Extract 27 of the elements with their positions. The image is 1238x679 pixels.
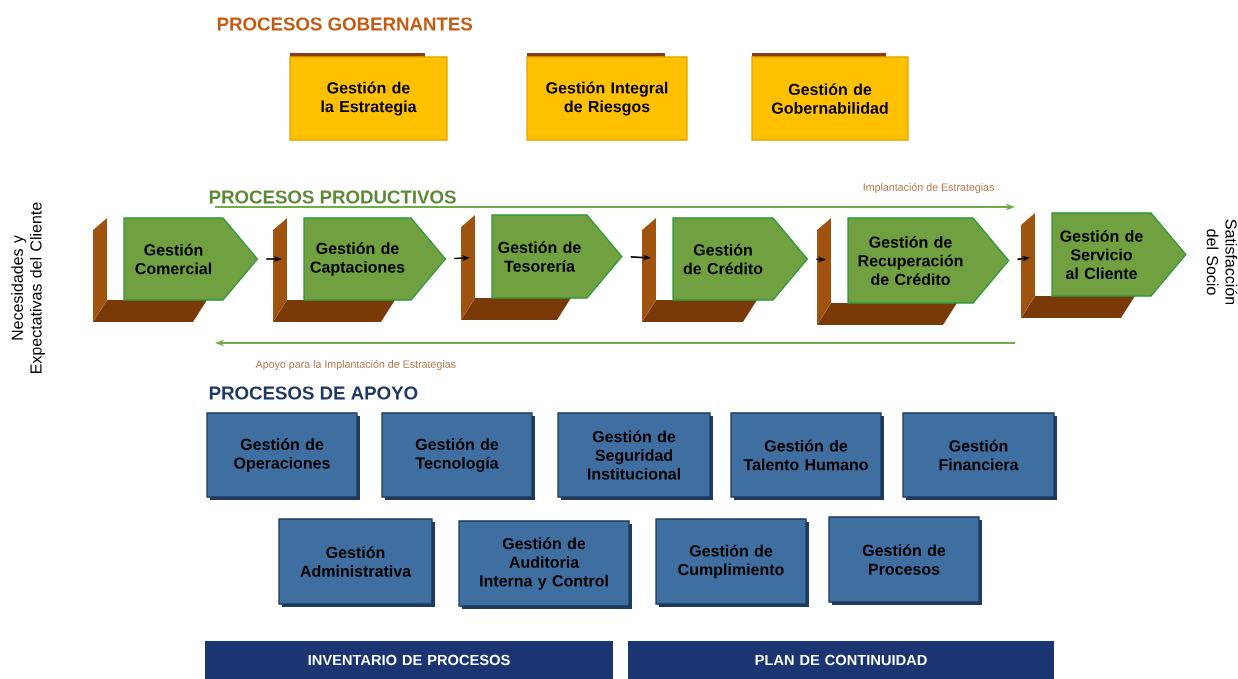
process-box: Gestión de Auditoria Interna y Control <box>458 520 632 609</box>
process-box: Gestión de Cumplimiento <box>655 518 809 607</box>
side-label: Satisfacción del Socio <box>1206 219 1238 305</box>
chevron-block: Gestión de Captaciones <box>273 217 447 322</box>
arrow-caption: Implantación de Estrategias <box>863 182 994 194</box>
section-heading: PROCESOS DE APOYO <box>209 386 418 400</box>
process-box: Gestión Integral de Riesgos <box>526 53 688 141</box>
process-box: Gestión de Tecnología <box>381 412 535 500</box>
chevron-block: Gestión Comercial <box>93 217 259 322</box>
process-box: Gestión de Procesos <box>828 516 982 605</box>
section-heading: PROCESOS PRODUCTIVOS <box>209 190 456 204</box>
banner-bar: INVENTARIO DE PROCESOS <box>205 641 613 679</box>
process-box: Gestión de Operaciones <box>206 412 360 500</box>
chevron-block: Gestión de Crédito <box>642 217 809 322</box>
side-label: Necesidades y Expectativas del Cliente <box>11 202 45 373</box>
chevron-block: Gestión de Servicio al Cliente <box>1021 212 1187 318</box>
chevron-block: Gestión de Tesorería <box>461 214 623 320</box>
banner-bar: PLAN DE CONTINUIDAD <box>628 641 1054 679</box>
section-heading: PROCESOS GOBERNANTES <box>217 17 473 31</box>
process-box: Gestión de Gobernabilidad <box>751 53 909 141</box>
process-box: Gestión de la Estrategia <box>289 53 448 141</box>
arrow-caption: Apoyo para la Implantación de Estrategias <box>255 359 456 371</box>
process-box: Gestión Administrativa <box>278 518 435 607</box>
process-box: Gestión de Seguridad Institucional <box>557 412 713 500</box>
process-box: Gestión de Talento Humano <box>730 412 884 500</box>
process-box: Gestión Financiera <box>902 412 1057 500</box>
chevron-block: Gestión de Recuperación de Crédito <box>817 217 1010 325</box>
